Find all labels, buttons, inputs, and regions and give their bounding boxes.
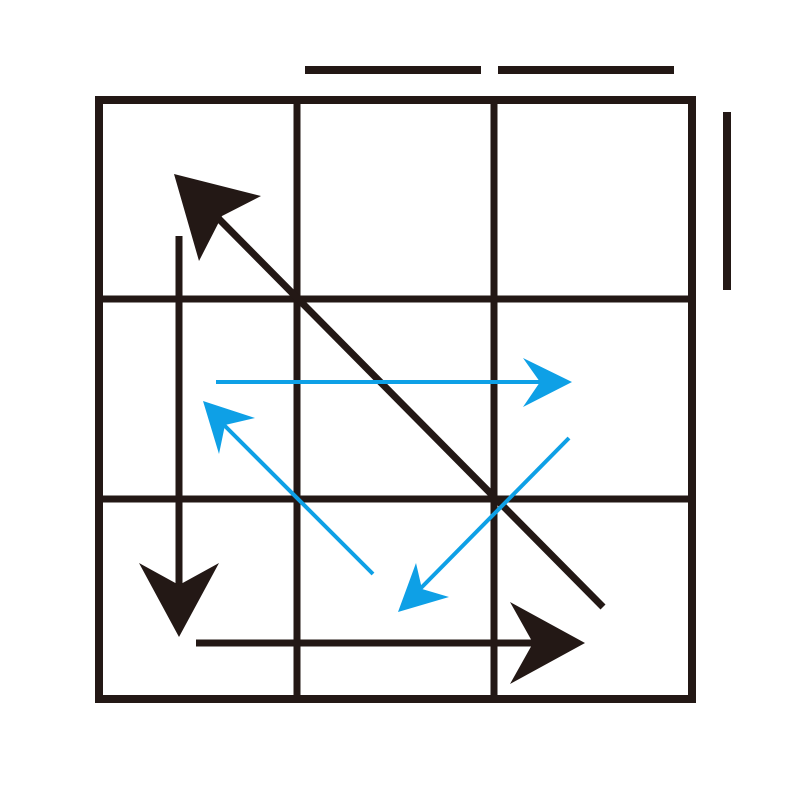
blue-up-left-arrow-head <box>203 401 255 454</box>
down-arrow <box>139 236 219 637</box>
blue-arrows <box>203 358 572 612</box>
blue-up-left-arrow-shaft <box>220 421 375 576</box>
blue-right-arrow-head <box>523 358 572 407</box>
blue-down-left-arrow-head <box>398 563 449 612</box>
diagonal-arrow-head <box>174 174 261 261</box>
diagonal-arrow-shaft <box>215 215 606 610</box>
black-arrows <box>139 174 606 684</box>
blue-up-left-arrow <box>203 401 375 576</box>
blue-down-left-arrow-shaft <box>418 436 571 591</box>
down-arrow-head <box>139 563 219 637</box>
right-arrow-head <box>510 602 585 684</box>
right-arrow <box>196 602 585 684</box>
blue-right-arrow <box>216 358 572 407</box>
grid-border <box>95 96 696 703</box>
diagonal-up-left-arrow <box>174 174 606 610</box>
blue-down-left-arrow <box>398 436 571 612</box>
grid-3x3 <box>95 96 696 703</box>
